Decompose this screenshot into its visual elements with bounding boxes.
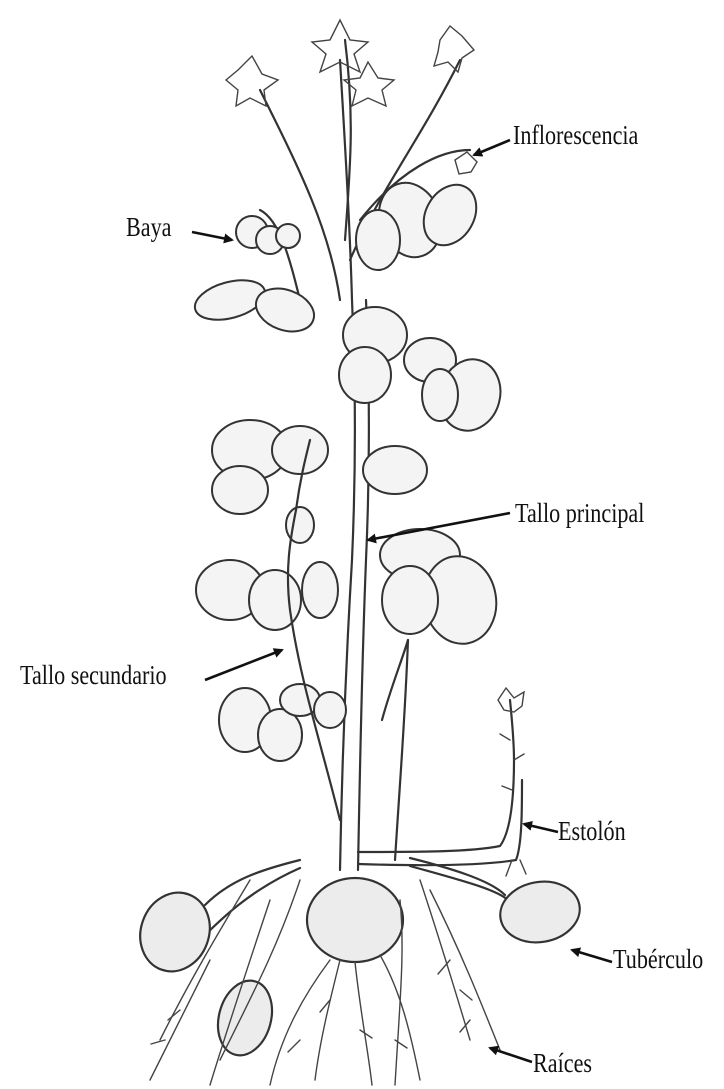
- underground: [129, 858, 584, 1085]
- arrow-tuberculo: [572, 950, 612, 962]
- secondary-stem: [288, 440, 340, 820]
- tuber-right: [495, 876, 584, 949]
- arrow-inflorescencia: [474, 140, 510, 155]
- label-tallo-secundario: Tallo secundario: [20, 662, 167, 689]
- label-tuberculo: Tubérculo: [613, 946, 703, 973]
- arrow-raices: [490, 1048, 532, 1062]
- tuber-center: [307, 878, 403, 962]
- arrow-tallo-secundario: [205, 650, 282, 680]
- inflorescence: [226, 20, 477, 300]
- lower-leaves: [219, 684, 346, 761]
- label-baya: Baya: [126, 214, 171, 241]
- label-tallo-principal: Tallo principal: [515, 500, 644, 527]
- arrow-estolon: [524, 824, 558, 832]
- label-estolon: Estolón: [558, 818, 626, 845]
- arrow-baya: [192, 232, 232, 240]
- label-inflorescencia: Inflorescencia: [513, 122, 638, 149]
- tuber-bottom: [210, 975, 280, 1062]
- label-raices: Raíces: [533, 1050, 592, 1077]
